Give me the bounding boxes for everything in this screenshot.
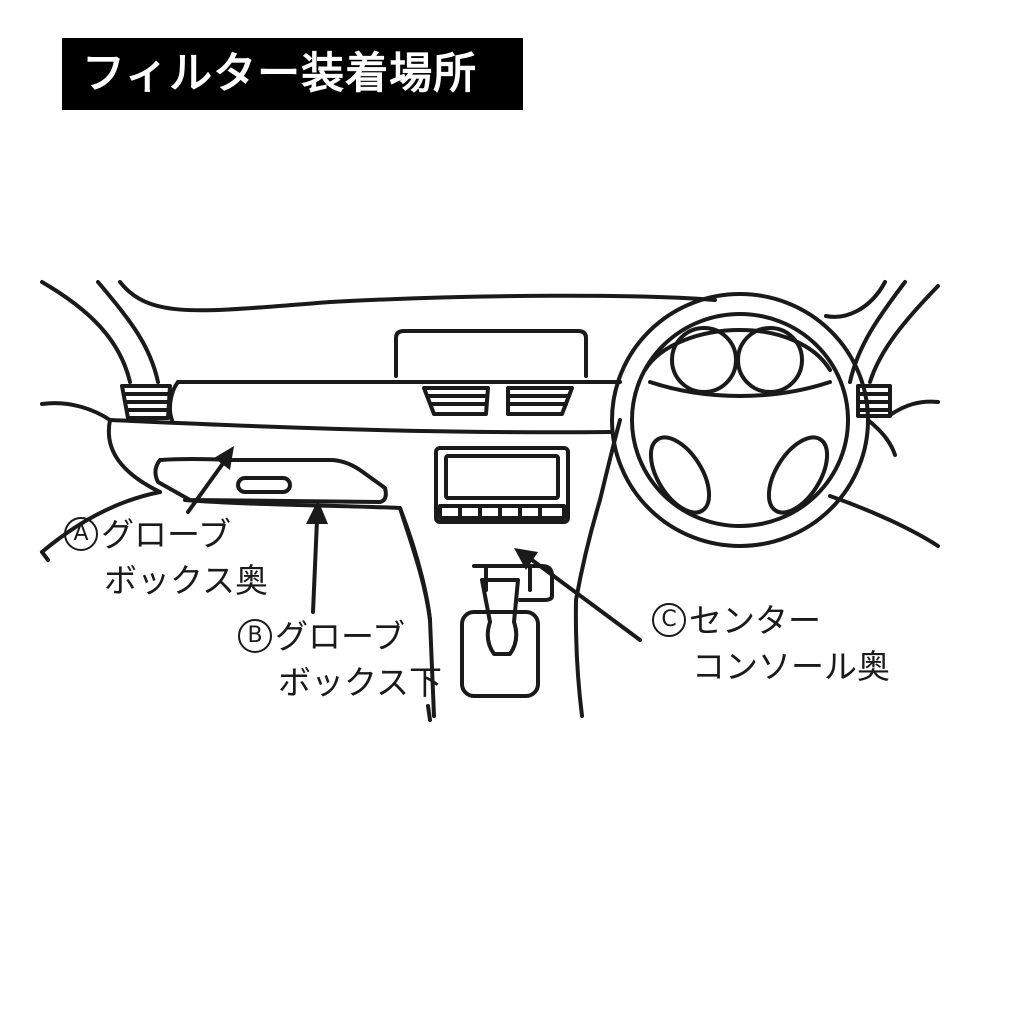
dash-front-edge — [108, 418, 612, 435]
label-a-line1: グローブ — [101, 515, 232, 554]
glovebox-handle — [236, 476, 292, 494]
label-b-line2: ボックス下 — [278, 663, 443, 702]
left-pillar — [40, 280, 132, 384]
label-c-line1: センター — [689, 601, 821, 640]
dash-left-lower — [40, 490, 162, 554]
label-a-line2: ボックス奥 — [104, 561, 269, 600]
windshield-outline — [118, 280, 717, 313]
label-b-line1: グローブ — [275, 617, 406, 656]
glovebox — [153, 457, 388, 504]
nav-screen — [444, 454, 560, 500]
arrow-c — [514, 548, 642, 642]
dash-right-body — [828, 494, 940, 548]
nav-buttons — [438, 504, 566, 520]
left-vent-icon — [120, 384, 172, 420]
arrow-b — [306, 500, 328, 614]
right-pillar-inner — [848, 280, 907, 384]
dash-right-top — [866, 418, 897, 457]
shift-slot — [484, 564, 532, 592]
left-pillar-inner — [96, 280, 160, 384]
center-vent-left-icon — [422, 386, 490, 416]
marker-a: A — [64, 516, 98, 551]
left-door-line — [40, 401, 112, 422]
marker-b: B — [238, 618, 272, 653]
right-pillar-outer — [868, 284, 940, 384]
label-a-tick — [40, 550, 50, 562]
steering-wheel-icon — [610, 292, 870, 548]
label-c-line2: コンソール奥 — [692, 647, 890, 686]
page-title: フィルター装着場所 — [62, 38, 523, 110]
nav-screen-frame — [434, 446, 570, 524]
arrow-a — [186, 446, 234, 514]
center-console-right — [573, 418, 622, 718]
center-vent-right-icon — [506, 386, 574, 416]
marker-c: C — [652, 602, 686, 637]
top-screen — [394, 329, 588, 378]
shifter-base — [472, 564, 554, 602]
console-left-lower — [428, 618, 436, 718]
dash-left-body — [106, 418, 162, 494]
right-pillar — [824, 280, 887, 319]
shift-lever — [480, 578, 520, 656]
shifter-boot — [460, 610, 540, 698]
center-console-left — [398, 506, 432, 622]
right-door-line — [888, 399, 940, 417]
label-b-tick — [426, 704, 432, 722]
